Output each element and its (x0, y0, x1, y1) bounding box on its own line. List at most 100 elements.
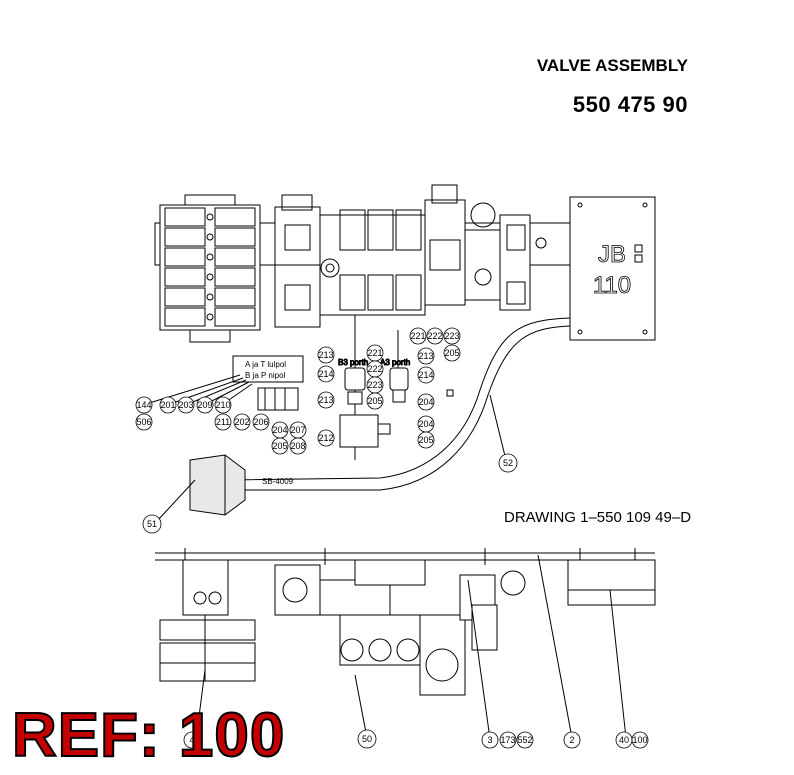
callout-204c: 204 (417, 415, 435, 433)
svg-text:212: 212 (318, 433, 333, 443)
callout-214b: 214 (417, 366, 435, 384)
svg-text:552: 552 (517, 735, 532, 745)
callout-223b: 223 (443, 327, 461, 345)
check-valves: B3 porth A3 porth (338, 315, 411, 460)
svg-text:173: 173 (500, 735, 515, 745)
svg-text:221: 221 (367, 348, 382, 358)
callout-552: 552 (516, 731, 534, 749)
svg-text:40: 40 (619, 735, 629, 745)
callout-206: 206 (252, 413, 270, 431)
callout-223a: 223 (366, 376, 384, 394)
callout-221a: 221 (366, 344, 384, 362)
marker-c (446, 389, 454, 397)
svg-text:214: 214 (318, 369, 333, 379)
svg-text:207: 207 (290, 425, 305, 435)
left-valve-stack (159, 194, 261, 343)
callout-205d: 205 (417, 431, 435, 449)
callout-205a: 205 (271, 437, 289, 455)
callout-40: 40 (615, 731, 633, 749)
callout-52: 52 (498, 453, 518, 473)
svg-text:202: 202 (234, 417, 249, 427)
callout-211: 211 (214, 413, 232, 431)
svg-text:222: 222 (427, 331, 442, 341)
svg-text:100: 100 (632, 735, 647, 745)
svg-text:204: 204 (418, 397, 433, 407)
cable-hose-outer (229, 317, 571, 481)
svg-text:205: 205 (444, 348, 459, 358)
callout-3: 3 (481, 731, 499, 749)
callout-210: 210 (214, 396, 232, 414)
callout-209: 209 (196, 396, 214, 414)
solenoid-valve-1 (274, 194, 321, 328)
callout-213b: 213 (317, 391, 335, 409)
port-label-row2: B ja P nipol (245, 371, 286, 380)
callouts: 144 506 201 203 209 210 211 202 206 204 … (135, 327, 649, 749)
svg-text:223: 223 (367, 380, 382, 390)
callout-51: 51 (142, 514, 162, 534)
callout-212: 212 (317, 429, 335, 447)
fitting-cluster (257, 387, 299, 411)
svg-text:2: 2 (569, 735, 574, 745)
jb-number: 110 (593, 272, 631, 299)
callout-173: 173 (499, 731, 517, 749)
svg-text:206: 206 (253, 417, 268, 427)
callout-207: 207 (289, 421, 307, 439)
callout-2: 2 (563, 731, 581, 749)
jb-label: JB (598, 241, 626, 268)
svg-text:222: 222 (367, 364, 382, 374)
svg-text:204: 204 (418, 419, 433, 429)
callout-222b: 222 (426, 327, 444, 345)
lower-center-manifold (274, 559, 656, 696)
port-label-plate: A ja T lulpol B ja P nipol (232, 355, 304, 383)
callout-213c: 213 (417, 347, 435, 365)
svg-text:213: 213 (318, 350, 333, 360)
svg-text:506: 506 (136, 417, 151, 427)
callout-208: 208 (289, 437, 307, 455)
svg-text:203: 203 (178, 400, 193, 410)
callout-100: 100 (631, 731, 649, 749)
cable-gland (189, 454, 246, 516)
callout-204b: 204 (417, 393, 435, 411)
center-manifold (319, 184, 531, 316)
callout-205b: 205 (366, 392, 384, 410)
svg-text:52: 52 (503, 458, 513, 468)
junction-box: JB 110 (569, 196, 656, 341)
svg-text:3: 3 (487, 735, 492, 745)
svg-text:223: 223 (444, 331, 459, 341)
svg-text:205: 205 (272, 441, 287, 451)
port-label-row1: A ja T lulpol (245, 360, 286, 369)
callout-203: 203 (177, 396, 195, 414)
svg-text:209: 209 (197, 400, 212, 410)
callout-222a: 222 (366, 360, 384, 378)
callout-205c: 205 (443, 344, 461, 362)
svg-text:211: 211 (216, 417, 230, 427)
svg-text:205: 205 (418, 435, 433, 445)
svg-text:201: 201 (160, 400, 175, 410)
callout-4: 4 (183, 731, 201, 749)
cable-hose-inner (230, 325, 571, 491)
part-number: 550 475 90 (572, 92, 688, 117)
svg-text:205: 205 (367, 396, 382, 406)
svg-text:210: 210 (215, 400, 230, 410)
svg-text:50: 50 (362, 734, 372, 744)
callout-221b: 221 (409, 327, 427, 345)
callout-213a: 213 (317, 346, 335, 364)
svg-text:51: 51 (147, 519, 157, 529)
callout-214a: 214 (317, 365, 335, 383)
callout-201: 201 (159, 396, 177, 414)
drawing-reference: DRAWING 1–550 109 49–D (504, 509, 692, 526)
svg-text:221: 221 (410, 331, 425, 341)
callout-204a: 204 (271, 421, 289, 439)
callout-144: 144 (135, 396, 153, 414)
mount-hole (535, 237, 547, 249)
port-label-a3: A3 porth (380, 358, 410, 367)
lower-left-valve (159, 559, 256, 682)
leader-lines (145, 374, 627, 741)
svg-text:204: 204 (272, 425, 287, 435)
svg-text:214: 214 (418, 370, 433, 380)
port-label-b3: B3 porth (338, 358, 368, 367)
callout-50: 50 (357, 729, 377, 749)
callout-202: 202 (233, 413, 251, 431)
svg-text:213: 213 (318, 395, 333, 405)
svg-text:213: 213 (418, 351, 433, 361)
